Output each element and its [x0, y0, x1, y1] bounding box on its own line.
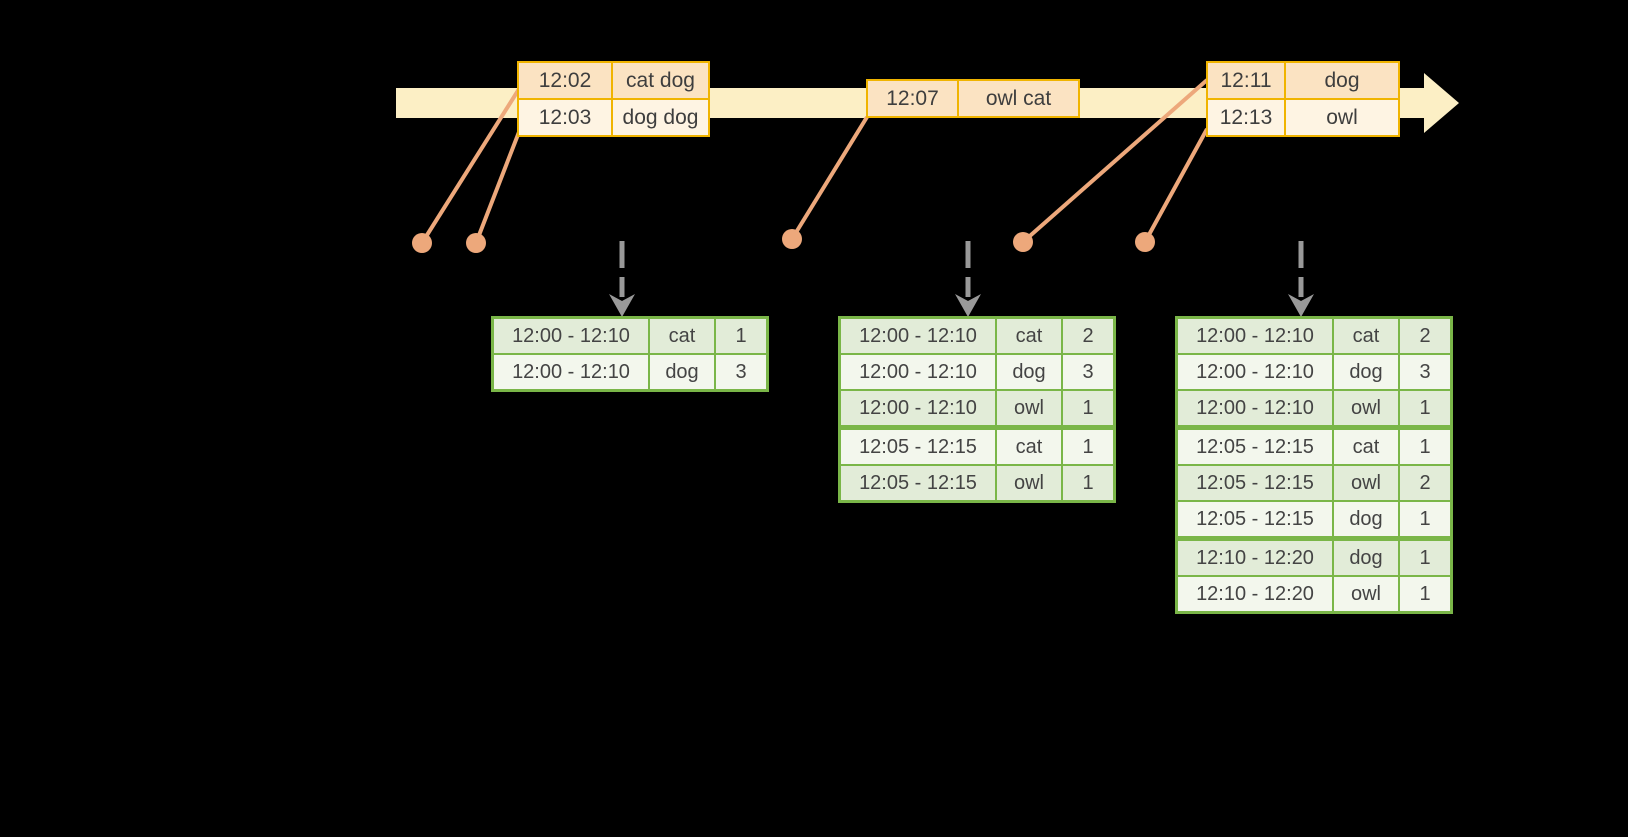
connector-line-1213 — [1143, 128, 1209, 243]
window-cell: 12:10 - 12:20 — [1175, 536, 1334, 577]
word-cell: owl — [995, 389, 1063, 429]
result-row: 12:00 - 12:10 cat 2 — [1175, 316, 1453, 355]
result-row: 12:00 - 12:10 dog 3 — [1175, 353, 1453, 391]
result-row: 12:00 - 12:10 cat 2 — [838, 316, 1116, 355]
result-row: 12:05 - 12:15 cat 1 — [838, 425, 1116, 466]
window-cell: 12:05 - 12:15 — [838, 425, 997, 466]
event-dot-1207 — [782, 229, 802, 249]
count-cell: 3 — [714, 353, 769, 392]
word-cell: cat — [995, 316, 1063, 355]
count-cell: 2 — [1398, 464, 1453, 502]
event-words-cell: cat dog — [611, 61, 710, 100]
event-time-cell: 12:03 — [517, 98, 613, 137]
word-cell: cat — [995, 425, 1063, 466]
connector-line-1203 — [474, 131, 521, 244]
count-cell: 1 — [1398, 425, 1453, 466]
event-dot-1213 — [1135, 232, 1155, 252]
result-row: 12:05 - 12:15 owl 1 — [838, 464, 1116, 503]
window-cell: 12:00 - 12:10 — [491, 353, 650, 392]
event-time-cell: 12:13 — [1206, 98, 1286, 137]
word-cell: dog — [1332, 500, 1400, 540]
result-row: 12:00 - 12:10 owl 1 — [838, 389, 1116, 429]
word-cell: owl — [1332, 464, 1400, 502]
result-table-2: 12:00 - 12:10 cat 2 12:00 - 12:10 dog 3 … — [838, 316, 1116, 503]
count-cell: 1 — [1398, 575, 1453, 614]
window-cell: 12:05 - 12:15 — [1175, 425, 1334, 466]
word-cell: owl — [1332, 575, 1400, 614]
window-cell: 12:00 - 12:10 — [838, 316, 997, 355]
result-row: 12:10 - 12:20 dog 1 — [1175, 536, 1453, 577]
window-cell: 12:10 - 12:20 — [1175, 575, 1334, 614]
count-cell: 1 — [1398, 500, 1453, 540]
result-row: 12:00 - 12:10 dog 3 — [838, 353, 1116, 391]
event-row: 12:03 dog dog — [517, 98, 710, 137]
timeline-arrowhead-icon — [1424, 73, 1459, 133]
result-row: 12:05 - 12:15 owl 2 — [1175, 464, 1453, 502]
trigger-arrowhead-icon-2 — [955, 294, 981, 317]
count-cell: 1 — [1398, 536, 1453, 577]
event-row: 12:02 cat dog — [517, 61, 710, 100]
event-words-cell: dog dog — [611, 98, 710, 137]
window-cell: 12:05 - 12:15 — [1175, 464, 1334, 502]
result-row: 12:10 - 12:20 owl 1 — [1175, 575, 1453, 614]
result-row: 12:00 - 12:10 dog 3 — [491, 353, 769, 392]
word-cell: owl — [1332, 389, 1400, 429]
word-cell: dog — [1332, 536, 1400, 577]
event-dot-1203 — [466, 233, 486, 253]
event-batch-table-2: 12:07 owl cat — [866, 79, 1080, 118]
word-cell: dog — [1332, 353, 1400, 391]
event-batch-table-1: 12:02 cat dog 12:03 dog dog — [517, 61, 710, 137]
window-cell: 12:05 - 12:15 — [838, 464, 997, 503]
event-time-cell: 12:02 — [517, 61, 613, 100]
result-row: 12:05 - 12:15 dog 1 — [1175, 500, 1453, 540]
word-cell: owl — [995, 464, 1063, 503]
event-dot-1211 — [1013, 232, 1033, 252]
count-cell: 1 — [714, 316, 769, 355]
count-cell: 1 — [1398, 389, 1453, 429]
count-cell: 2 — [1061, 316, 1116, 355]
window-cell: 12:00 - 12:10 — [838, 353, 997, 391]
result-row: 12:05 - 12:15 cat 1 — [1175, 425, 1453, 466]
window-cell: 12:00 - 12:10 — [838, 389, 997, 429]
count-cell: 1 — [1061, 425, 1116, 466]
event-time-cell: 12:07 — [866, 79, 959, 118]
word-cell: cat — [648, 316, 716, 355]
word-cell: cat — [1332, 425, 1400, 466]
result-row: 12:00 - 12:10 owl 1 — [1175, 389, 1453, 429]
count-cell: 3 — [1398, 353, 1453, 391]
trigger-arrowhead-icon-3 — [1288, 294, 1314, 317]
event-dot-1202 — [412, 233, 432, 253]
window-cell: 12:00 - 12:10 — [1175, 353, 1334, 391]
result-row: 12:00 - 12:10 cat 1 — [491, 316, 769, 355]
event-row: 12:07 owl cat — [866, 79, 1080, 118]
window-cell: 12:00 - 12:10 — [491, 316, 650, 355]
window-cell: 12:05 - 12:15 — [1175, 500, 1334, 540]
event-row: 12:13 owl — [1206, 98, 1400, 137]
window-cell: 12:00 - 12:10 — [1175, 389, 1334, 429]
word-cell: dog — [995, 353, 1063, 391]
result-table-3: 12:00 - 12:10 cat 2 12:00 - 12:10 dog 3 … — [1175, 316, 1453, 614]
event-row: 12:11 dog — [1206, 61, 1400, 100]
event-words-cell: owl cat — [957, 79, 1080, 118]
connector-line-1207 — [790, 115, 869, 241]
trigger-arrowhead-icon-1 — [609, 294, 635, 317]
count-cell: 2 — [1398, 316, 1453, 355]
event-batch-table-3: 12:11 dog 12:13 owl — [1206, 61, 1400, 137]
count-cell: 1 — [1061, 389, 1116, 429]
result-table-1: 12:00 - 12:10 cat 1 12:00 - 12:10 dog 3 — [491, 316, 769, 392]
event-words-cell: dog — [1284, 61, 1400, 100]
count-cell: 3 — [1061, 353, 1116, 391]
word-cell: dog — [648, 353, 716, 392]
event-time-cell: 12:11 — [1206, 61, 1286, 100]
event-words-cell: owl — [1284, 98, 1400, 137]
word-cell: cat — [1332, 316, 1400, 355]
window-cell: 12:00 - 12:10 — [1175, 316, 1334, 355]
count-cell: 1 — [1061, 464, 1116, 503]
